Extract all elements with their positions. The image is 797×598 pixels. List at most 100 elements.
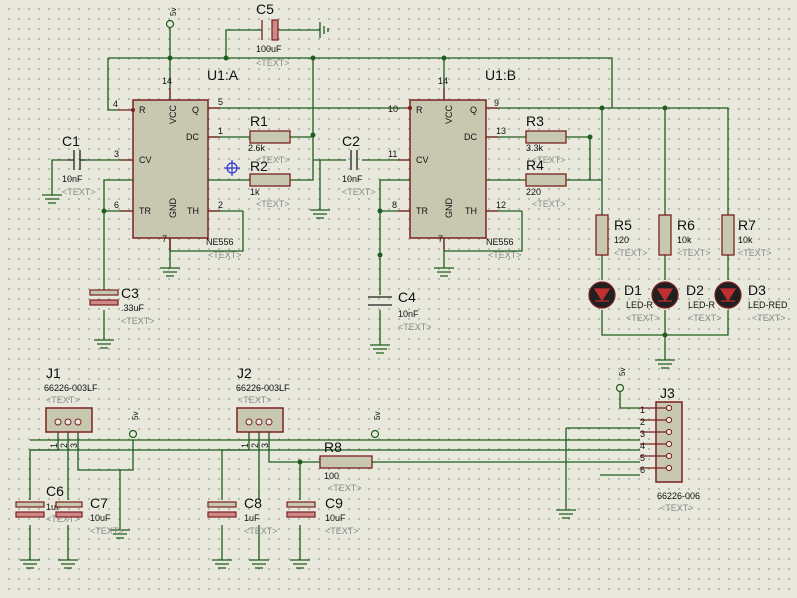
svg-text:5v: 5v: [131, 412, 140, 420]
chip-u1b[interactable]: U1:B NE556 <TEXT> 10 14 9 13 11 8 7 12 R…: [388, 67, 522, 260]
svg-text:R1: R1: [250, 113, 268, 129]
svg-text:14: 14: [438, 76, 448, 86]
svg-text:7: 7: [438, 234, 443, 244]
svg-text:J3: J3: [660, 385, 675, 401]
svg-text:<TEXT>: <TEXT>: [677, 248, 711, 258]
svg-text:3: 3: [640, 429, 645, 439]
svg-text:C3: C3: [121, 285, 139, 301]
resistor-r1[interactable]: R1 2.6k <TEXT>: [248, 113, 291, 165]
capacitor-c7[interactable]: C7 10uF <TEXT>: [55, 495, 124, 536]
svg-text:13: 13: [496, 126, 506, 136]
svg-text:10: 10: [388, 104, 398, 114]
svg-text:<TEXT>: <TEXT>: [90, 526, 124, 536]
svg-text:GND: GND: [168, 198, 178, 219]
resistor-r3[interactable]: R3 3.3k <TEXT>: [525, 113, 567, 165]
resistor-r5[interactable]: R5 120 <TEXT>: [595, 214, 648, 258]
svg-text:J2: J2: [237, 365, 252, 381]
svg-text:<TEXT>: <TEXT>: [532, 199, 566, 209]
resistor-r8[interactable]: R8 100 <TEXT>: [319, 439, 373, 493]
svg-text:CV: CV: [139, 155, 152, 165]
chip-u1a[interactable]: U1:A NE556 <TEXT> 4 14 5 1 3 6 7 2 R VCC…: [113, 67, 242, 260]
led-d2[interactable]: D2 LED-R <TEXT>: [651, 281, 722, 323]
svg-text:66226-003LF: 66226-003LF: [44, 383, 98, 393]
svg-text:C6: C6: [46, 483, 64, 499]
svg-text:1uF: 1uF: [46, 502, 62, 512]
svg-text:100: 100: [324, 471, 339, 481]
svg-text:3.3k: 3.3k: [526, 143, 544, 153]
svg-text:GND: GND: [444, 198, 454, 219]
svg-text:R7: R7: [738, 217, 756, 233]
resistor-r2[interactable]: R2 1k <TEXT>: [249, 158, 291, 209]
resistor-r4[interactable]: R4 220 <TEXT>: [525, 157, 567, 209]
svg-text:<TEXT>: <TEXT>: [121, 316, 155, 326]
svg-text:120: 120: [614, 235, 629, 245]
svg-text:3: 3: [114, 149, 119, 159]
svg-text:C2: C2: [342, 133, 360, 149]
svg-text:10uF: 10uF: [325, 513, 346, 523]
svg-text:R2: R2: [250, 158, 268, 174]
svg-text:<TEXT>: <TEXT>: [46, 514, 80, 524]
svg-text:Q: Q: [470, 105, 477, 115]
svg-text:<TEXT>: <TEXT>: [328, 483, 362, 493]
svg-text:<TEXT>: <TEXT>: [238, 395, 272, 405]
connector-j2[interactable]: J2 66226-003LF <TEXT> 1 2 3: [236, 365, 290, 448]
svg-text:<TEXT>: <TEXT>: [738, 248, 772, 258]
svg-text:10nF: 10nF: [62, 174, 83, 184]
led-d1[interactable]: D1 LED-R <TEXT>: [588, 281, 660, 323]
grounds: [20, 22, 675, 569]
connector-j1[interactable]: J1 66226-003LF <TEXT> 1 2 3: [44, 365, 98, 448]
svg-text:6: 6: [114, 200, 119, 210]
svg-text:LED-R: LED-R: [688, 300, 716, 310]
svg-text:<TEXT>: <TEXT>: [614, 248, 648, 258]
svg-text:1: 1: [218, 126, 223, 136]
capacitor-c2[interactable]: C2 10nF <TEXT>: [342, 133, 376, 197]
svg-text:R: R: [416, 105, 423, 115]
crosshair-marker[interactable]: [224, 160, 240, 176]
svg-text:100uF: 100uF: [256, 44, 282, 54]
capacitor-c6[interactable]: C6 1uF <TEXT>: [15, 483, 80, 524]
capacitor-c9[interactable]: C9 10uF <TEXT>: [286, 495, 359, 536]
svg-text:8: 8: [392, 200, 397, 210]
svg-text:TR: TR: [416, 206, 428, 216]
svg-text:5: 5: [640, 453, 645, 463]
svg-text:10k: 10k: [677, 235, 692, 245]
svg-text:LED-RED: LED-RED: [748, 300, 788, 310]
u1b-part: NE556: [486, 237, 514, 247]
capacitor-c8[interactable]: C8 1uF <TEXT>: [207, 495, 278, 536]
svg-text:5: 5: [218, 97, 223, 107]
svg-text:<TEXT>: <TEXT>: [752, 313, 786, 323]
capacitor-c4[interactable]: C4 10nF <TEXT>: [368, 289, 432, 332]
connector-j3[interactable]: J3 66226-006 <TEXT> 1 2 3 4 5 6: [640, 385, 700, 513]
svg-text:<TEXT>: <TEXT>: [488, 250, 522, 260]
svg-text:2: 2: [250, 443, 260, 448]
svg-text:9: 9: [494, 98, 499, 108]
svg-text:2.6k: 2.6k: [248, 143, 266, 153]
svg-text:VCC: VCC: [168, 104, 178, 124]
svg-text:14: 14: [162, 76, 172, 86]
svg-text:Q: Q: [192, 105, 199, 115]
svg-text:<TEXT>: <TEXT>: [626, 313, 660, 323]
svg-text:DC: DC: [464, 132, 477, 142]
svg-text:<TEXT>: <TEXT>: [342, 187, 376, 197]
u1b-ref: U1:B: [485, 67, 516, 83]
svg-text:<TEXT>: <TEXT>: [688, 313, 722, 323]
svg-text:TR: TR: [139, 206, 151, 216]
svg-text:11: 11: [388, 149, 397, 159]
capacitor-c5[interactable]: C5 100uF <TEXT>: [256, 1, 290, 68]
svg-text:<TEXT>: <TEXT>: [398, 322, 432, 332]
resistor-r6[interactable]: R6 10k <TEXT>: [658, 214, 711, 258]
svg-text:66226-006: 66226-006: [657, 491, 700, 501]
svg-text:TH: TH: [187, 206, 199, 216]
led-d3[interactable]: D3 LED-RED <TEXT>: [714, 281, 788, 323]
svg-text:DC: DC: [186, 132, 199, 142]
svg-text:<TEXT>: <TEXT>: [256, 58, 290, 68]
capacitor-c1[interactable]: C1 10nF <TEXT>: [62, 133, 96, 197]
svg-text:C4: C4: [398, 289, 416, 305]
capacitor-c3[interactable]: C3 .33uF <TEXT>: [89, 285, 155, 326]
svg-text:C5: C5: [256, 1, 274, 17]
u1a-ref: U1:A: [207, 67, 239, 83]
resistor-r7[interactable]: R7 10k <TEXT>: [721, 214, 772, 258]
svg-text:66226-003LF: 66226-003LF: [236, 383, 290, 393]
svg-text:5v: 5v: [169, 8, 178, 16]
svg-text:CV: CV: [416, 155, 429, 165]
